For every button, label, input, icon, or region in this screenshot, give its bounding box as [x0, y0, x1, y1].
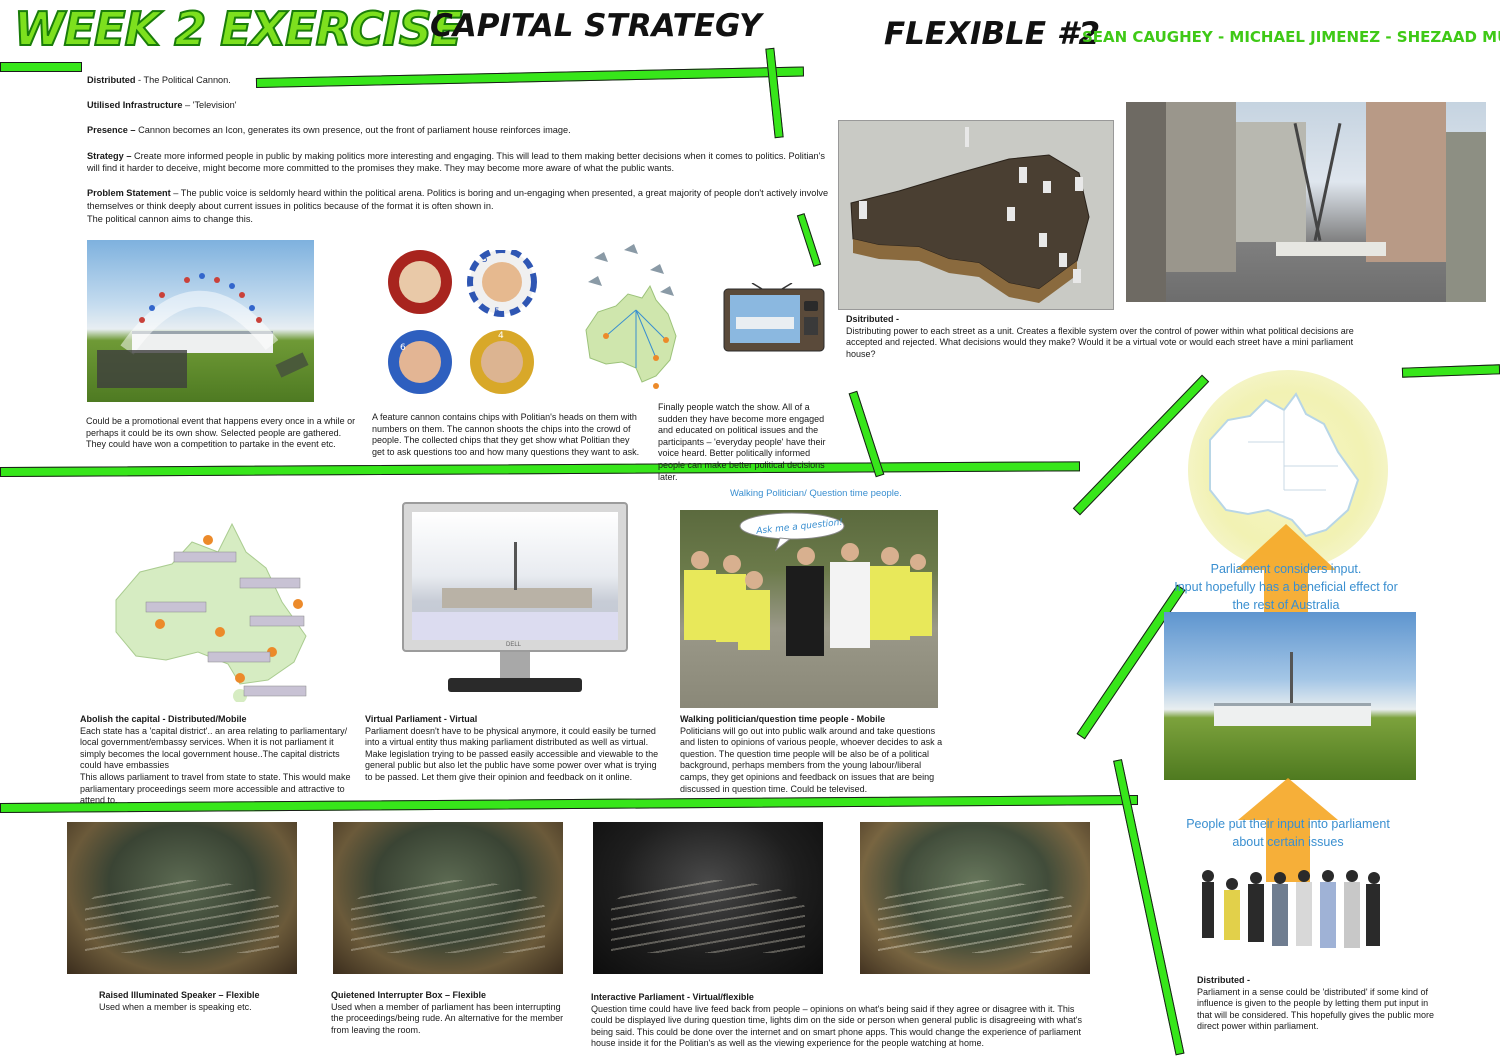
virtual-parliament-monitor: DELL: [402, 502, 628, 692]
intro-problem: Problem Statement – The public voice is …: [87, 188, 829, 224]
interactive-parliament-caption: Interactive Parliament - Virtual/flexibl…: [591, 992, 1083, 1049]
green-line-upper-long: [0, 461, 1081, 477]
parliament-house-photo: [1164, 612, 1416, 780]
street-model-image: [838, 120, 1114, 310]
green-line-top-left: [0, 62, 82, 72]
chip-number: 6: [400, 343, 406, 353]
australia-glow-map: [1188, 370, 1388, 570]
chamber-speaker-photo: [67, 822, 297, 974]
parliament-considers-text: Parliament considers input. Input hopefu…: [1174, 562, 1398, 612]
week-title: WEEK 2 EXERCISE: [13, 1, 463, 57]
abolish-capital-caption: Abolish the capital - Distributed/Mobile…: [80, 714, 351, 806]
politician-chips-graphic: 5 5 6 4: [388, 250, 537, 394]
street-photo: [1126, 102, 1486, 302]
walking-politician-photo: Ask me a question!: [680, 510, 938, 708]
intro-infrastructure: Utilised Infrastructure – 'Television': [87, 100, 237, 111]
chamber-interrupter-photo: [333, 822, 563, 974]
australia-broadcast-map: [585, 244, 677, 389]
up-arrow-bottom-icon: [1238, 778, 1338, 882]
chip-arc-icon: [97, 273, 309, 388]
distributed-street-caption: Dsitributed - Distributing power to each…: [846, 314, 1354, 359]
speaker-caption: Raised Illuminated Speaker – Flexible Us…: [99, 990, 260, 1012]
chamber-interactive-photo-dark: [593, 822, 823, 974]
walking-politician-caption: Walking politician/question time people …: [680, 714, 943, 794]
intro-presence: Presence – Cannon becomes an Icon, gener…: [87, 125, 571, 136]
intro-text: Distributed - The Political Cannon. Util…: [87, 74, 832, 225]
right-distributed-caption: Distributed - Parliament in a sense coul…: [1197, 975, 1434, 1032]
green-line-lower-vertical: [1113, 759, 1185, 1056]
virtual-parliament-caption: Virtual Parliament - Virtual Parliament …: [365, 714, 659, 782]
caption-event: Could be a promotional event that happen…: [86, 416, 356, 450]
chip-number: 5: [482, 255, 488, 265]
interrupter-caption: Quietened Interrupter Box – Flexible Use…: [331, 990, 564, 1035]
chip-number: 5: [494, 307, 500, 317]
monitor-brand: DELL: [506, 642, 522, 648]
caption-show: Finally people watch the show. All of a …: [658, 402, 826, 482]
up-arrow-top-icon: [1236, 524, 1336, 640]
chip-number: 4: [498, 331, 504, 341]
green-line-right-tick: [1401, 364, 1500, 378]
flexible-title: FLEXIBLE #2: [884, 16, 1101, 52]
people-group-image: [1202, 870, 1380, 948]
abolish-capital-map: [115, 522, 307, 702]
intro-strategy: Strategy – Create more informed people i…: [87, 150, 825, 174]
television-icon: [723, 283, 825, 352]
walking-label: Walking Politician/ Question time people…: [730, 488, 902, 499]
authors: SEAN CAUGHEY - MICHAEL JIMENEZ - SHEZAAD…: [1082, 28, 1500, 46]
intro-distributed: Distributed - The Political Cannon.: [87, 75, 231, 85]
caption-chips: A feature cannon contains chips with Pol…: [372, 412, 640, 457]
chamber-interactive-photo-light: [860, 822, 1090, 974]
people-put-text: People put their input into parliament a…: [1186, 817, 1390, 849]
cannon-event-image: [87, 240, 314, 402]
capital-strategy-title: CAPITAL STRATEGY: [430, 8, 762, 44]
